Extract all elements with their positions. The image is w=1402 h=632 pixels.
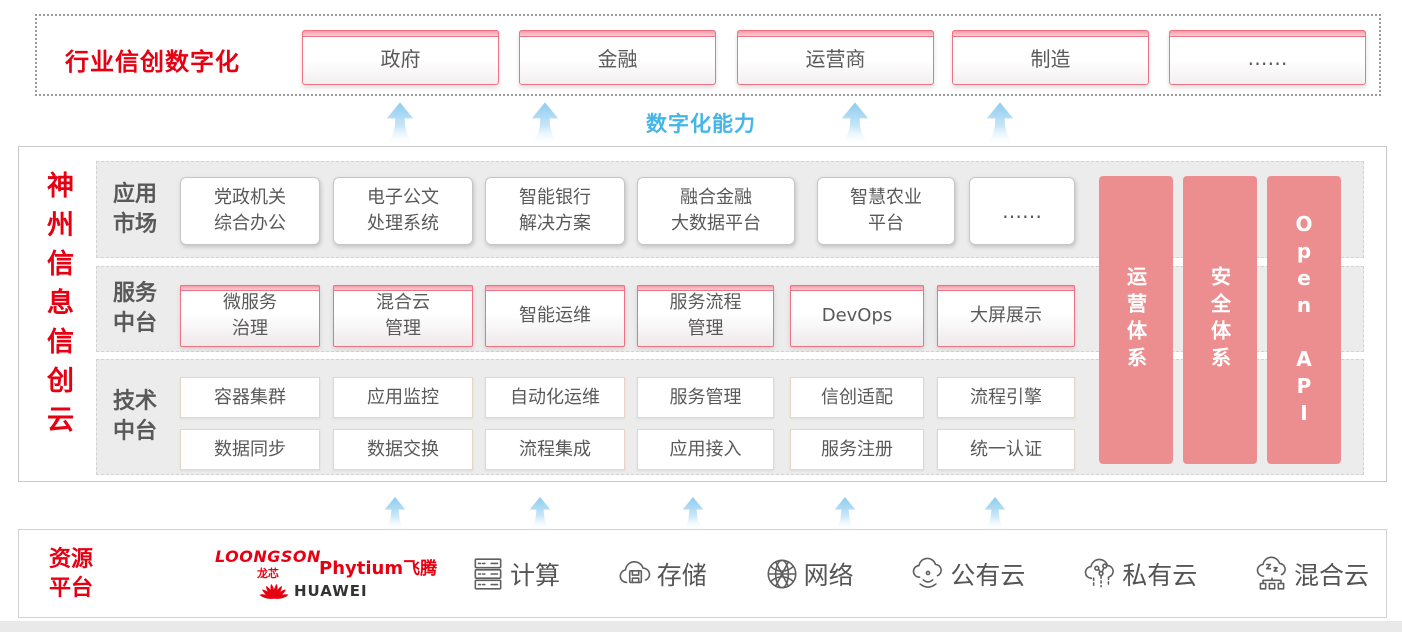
tech-platform-panel: 技术 中台 容器集群 应用监控 自动化运维 服务管理 信创适配 流程引擎 数据同… <box>96 359 1364 475</box>
app-box-finance-bigdata: 融合金融大数据平台 <box>637 177 795 245</box>
tech-box-app-access: 应用接入 <box>637 429 774 470</box>
bottom-strip <box>0 621 1402 632</box>
service-box-devops: DevOps <box>790 285 924 347</box>
app-box-edoc-system: 电子公文处理系统 <box>333 177 473 245</box>
up-arrow-icon <box>529 102 561 146</box>
up-arrow-icon <box>983 497 1007 531</box>
app-box-smart-banking: 智能银行解决方案 <box>485 177 625 245</box>
industry-band: 行业信创数字化 政府 金融 运营商 制造 …… <box>35 14 1381 96</box>
industry-box-government: 政府 <box>302 30 499 85</box>
service-box-big-screen: 大屏展示 <box>937 285 1075 347</box>
up-arrow-icon <box>681 497 705 531</box>
service-platform-panel: 服务 中台 微服务治理 混合云管理 智能运维 服务流程管理 DevOps 大屏展… <box>96 266 1364 352</box>
tech-box-container-cluster: 容器集群 <box>180 377 320 418</box>
cloud-platform-box: 神州信息信创云 应用 市场 党政机关综合办公 电子公文处理系统 智能银行解决方案… <box>18 146 1387 482</box>
resource-item-hybrid-cloud: 混合云 <box>1253 555 1369 593</box>
resource-list: 计算 存储 网络 公有云 <box>469 530 1369 617</box>
tech-box-process-integration: 流程集成 <box>485 429 625 470</box>
side-bar-security-system: 安全体系 <box>1183 176 1257 464</box>
tech-box-process-engine: 流程引擎 <box>937 377 1075 418</box>
resource-platform-label: 资源 平台 <box>49 547 94 601</box>
private-cloud-icon <box>1084 558 1115 587</box>
industry-box-operator: 运营商 <box>737 30 934 85</box>
resource-item-compute: 计算 <box>469 555 560 593</box>
resource-item-public-cloud: 公有云 <box>909 555 1025 593</box>
tech-box-unified-auth: 统一认证 <box>937 429 1075 470</box>
service-box-hybrid-cloud-mgmt: 混合云管理 <box>333 285 473 347</box>
app-box-smart-agriculture: 智慧农业平台 <box>817 177 955 245</box>
compute-icon <box>474 557 502 590</box>
service-box-intelligent-ops: 智能运维 <box>485 285 625 347</box>
platform-vertical-title: 神州信息信创云 <box>42 171 73 444</box>
up-arrow-icon <box>984 102 1016 146</box>
phytium-logo: Phytium飞腾 <box>319 558 438 579</box>
resource-platform-band: 资源 平台 LOONGSON 龙芯 Phytium飞腾 HUAWEI <box>18 529 1387 618</box>
loongson-logo: LOONGSON 龙芯 <box>215 547 321 580</box>
service-box-microservice: 微服务治理 <box>180 285 320 347</box>
resource-item-storage: 存储 <box>616 555 707 593</box>
digital-capability-label: 数字化能力 <box>646 112 756 136</box>
tech-box-data-sync: 数据同步 <box>180 429 320 470</box>
huawei-flower-icon <box>259 583 289 599</box>
tech-platform-label: 技术 中台 <box>113 389 158 444</box>
service-box-service-flow: 服务流程管理 <box>637 285 774 347</box>
network-icon <box>767 558 797 589</box>
industry-box-more: …… <box>1169 30 1366 85</box>
app-box-gov-office: 党政机关综合办公 <box>180 177 320 245</box>
hybrid-cloud-icon <box>1256 556 1286 590</box>
public-cloud-icon <box>913 557 943 588</box>
up-arrow-icon <box>833 497 857 531</box>
tech-box-xinchuang-adapt: 信创适配 <box>790 377 924 418</box>
app-market-panel: 应用 市场 党政机关综合办公 电子公文处理系统 智能银行解决方案 融合金融大数据… <box>96 161 1364 258</box>
app-box-more: …… <box>969 177 1075 245</box>
industry-box-finance: 金融 <box>519 30 716 85</box>
tech-box-auto-ops: 自动化运维 <box>485 377 625 418</box>
tech-box-app-monitor: 应用监控 <box>333 377 473 418</box>
up-arrow-icon <box>528 497 552 531</box>
tech-box-data-exchange: 数据交换 <box>333 429 473 470</box>
industry-band-title: 行业信创数字化 <box>65 48 240 76</box>
tech-box-service-registry: 服务注册 <box>790 429 924 470</box>
resource-item-network: 网络 <box>763 555 854 593</box>
side-bar-open-api: Open API <box>1267 176 1341 464</box>
up-arrow-icon <box>384 102 416 146</box>
up-arrow-icon <box>383 497 407 531</box>
huawei-logo: HUAWEI <box>259 580 368 601</box>
side-bar-operation-system: 运营体系 <box>1099 176 1173 464</box>
service-platform-label: 服务 中台 <box>113 281 158 336</box>
resource-item-private-cloud: 私有云 <box>1081 555 1197 593</box>
tech-box-service-mgmt: 服务管理 <box>637 377 774 418</box>
storage-icon <box>619 560 651 583</box>
industry-box-manufacturing: 制造 <box>952 30 1149 85</box>
up-arrow-icon <box>839 102 871 146</box>
app-market-label: 应用 市场 <box>113 181 158 237</box>
